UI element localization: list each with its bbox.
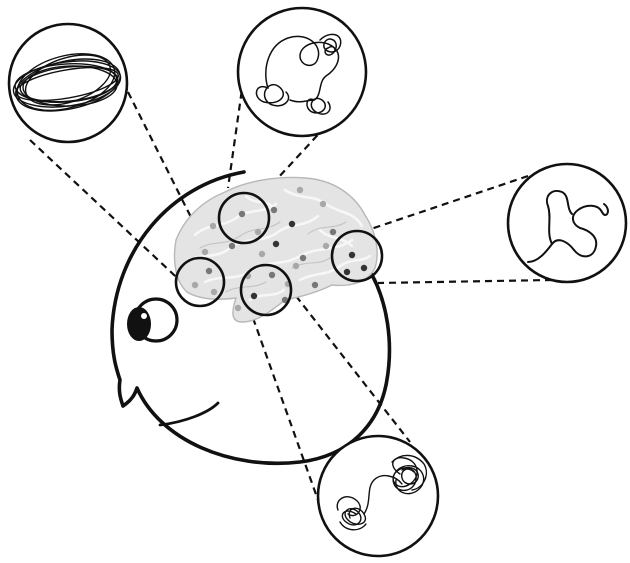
electrode-dot	[323, 243, 329, 249]
electrode-dot	[312, 282, 318, 288]
eye-highlight	[141, 313, 147, 319]
electrode-dot	[289, 221, 295, 227]
connector-line	[378, 280, 552, 283]
connector-line	[253, 318, 318, 500]
connector-line	[362, 176, 528, 232]
electrode-dot	[235, 305, 241, 311]
electrode-dot	[349, 252, 355, 258]
electrode-dot	[211, 289, 217, 295]
magnifier-circle	[318, 436, 438, 556]
inset-elliptical-orbit	[9, 24, 127, 142]
electrode-dot	[293, 263, 299, 269]
electrode-dot	[206, 268, 212, 274]
electrode-dot	[297, 187, 303, 193]
electrode-dot	[202, 249, 208, 255]
pupil	[127, 307, 151, 341]
electrode-dot	[269, 272, 275, 278]
inset-tangled-trajectory	[318, 436, 438, 556]
electrode-dot	[361, 265, 367, 271]
inset-looping-trajectory	[238, 8, 366, 136]
electrode-dot	[330, 229, 336, 235]
electrode-dot	[251, 293, 257, 299]
electrode-dot	[344, 269, 350, 275]
magnifier-circle	[238, 8, 366, 136]
electrode-dot	[300, 255, 306, 261]
connector-line	[296, 296, 410, 442]
electrode-dot	[259, 251, 265, 257]
electrode-dot	[210, 223, 216, 229]
electrode-dot	[320, 201, 326, 207]
electrode-dot	[229, 243, 235, 249]
electrode-dot	[271, 207, 277, 213]
electrode-dot	[273, 241, 279, 247]
electrode-dot	[192, 282, 198, 288]
inset-smooth-trajectory	[508, 164, 626, 282]
eye	[127, 299, 177, 341]
electrode-dot	[255, 229, 261, 235]
mouth	[160, 403, 218, 425]
magnifier-circle	[508, 164, 626, 282]
electrode-dot	[239, 211, 245, 217]
